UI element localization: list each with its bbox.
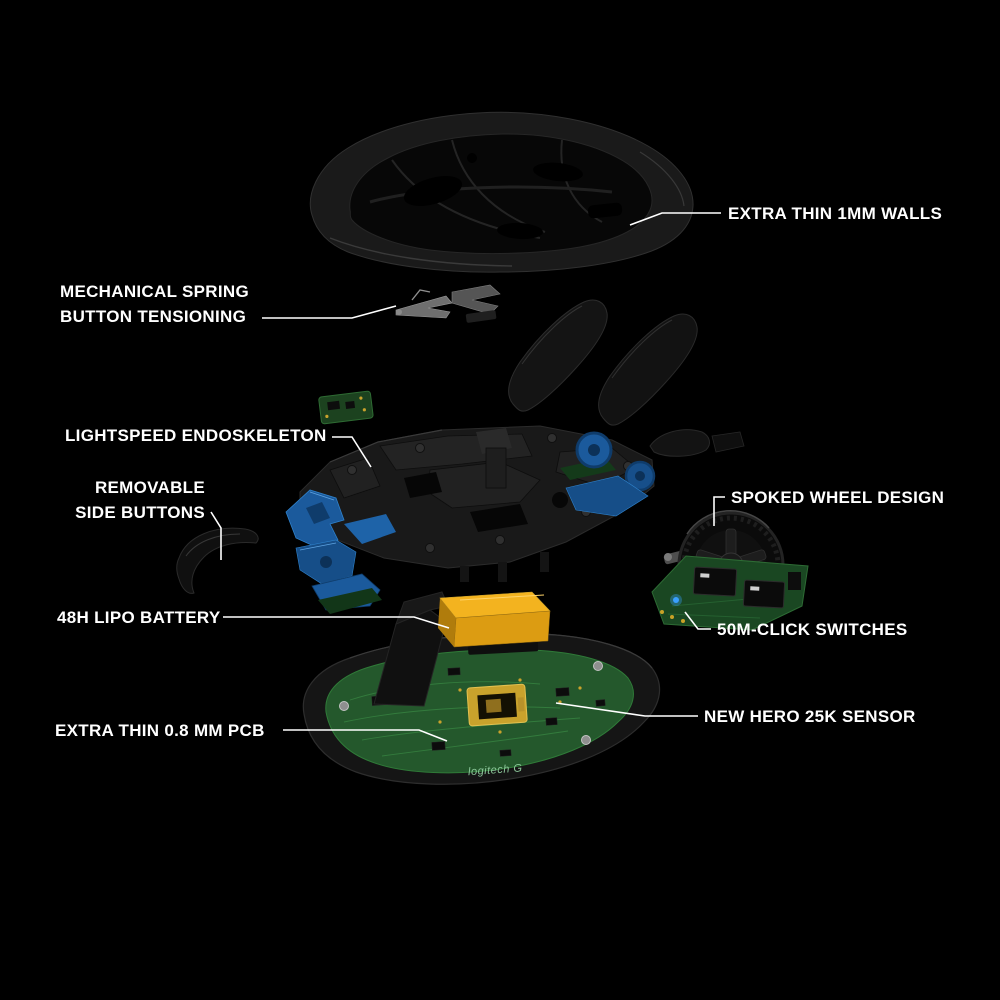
label-48h-lipo-battery: 48H LIPO BATTERY [57, 608, 221, 627]
leader-removable-side-buttons [210, 511, 222, 560]
label-mechanical-spring: MECHANICAL SPRING BUTTON TENSIONING [60, 279, 249, 329]
leader-lines [210, 212, 725, 742]
leader-lipo-battery [223, 616, 450, 629]
label-line-1: REMOVABLE [94, 478, 205, 497]
label-new-hero-25k-sensor: NEW HERO 25K SENSOR [704, 707, 916, 726]
label-line-2: BUTTON TENSIONING [60, 307, 247, 326]
hero-sensor-art [466, 683, 528, 727]
spring-parts-art [395, 284, 501, 323]
base-assembly-art: logitech G [302, 633, 661, 785]
pcb-logo-text: logitech G [468, 762, 523, 778]
battery-mount-art [373, 591, 449, 707]
leader-thin-pcb [283, 729, 448, 742]
side-button-mechanism-right-art [560, 431, 656, 517]
label-50m-click-switches: 50M-CLICK SWITCHES [717, 620, 908, 639]
side-button-mechanism-left-art [285, 489, 396, 614]
label-spoked-wheel-design: SPOKED WHEEL DESIGN [731, 488, 945, 507]
switch-pcb-art [651, 555, 809, 631]
label-extra-thin-pcb: EXTRA THIN 0.8 MM PCB [55, 721, 265, 740]
leader-mechanical-spring [262, 305, 397, 319]
small-frame-parts-art [649, 429, 745, 457]
leader-click-switches [684, 611, 711, 630]
label-line-1: MECHANICAL SPRING [60, 282, 249, 301]
top-shell-art [309, 111, 694, 273]
label-line-2: SIDE BUTTONS [75, 503, 205, 522]
label-extra-thin-walls: EXTRA THIN 1MM WALLS [728, 204, 943, 223]
label-lightspeed-endoskeleton: LIGHTSPEED ENDOSKELETON [65, 426, 327, 445]
leader-spoked-wheel [713, 496, 725, 526]
battery-art [438, 591, 551, 655]
button-covers-art [508, 299, 698, 426]
side-button-cover-art [176, 527, 259, 594]
leader-hero-sensor [555, 702, 698, 717]
mini-pcb-art [318, 390, 374, 425]
label-removable-side-buttons: REMOVABLE SIDE BUTTONS [75, 475, 205, 525]
leader-extra-thin-walls [629, 212, 721, 226]
leader-lightspeed-endoskeleton [332, 436, 372, 468]
